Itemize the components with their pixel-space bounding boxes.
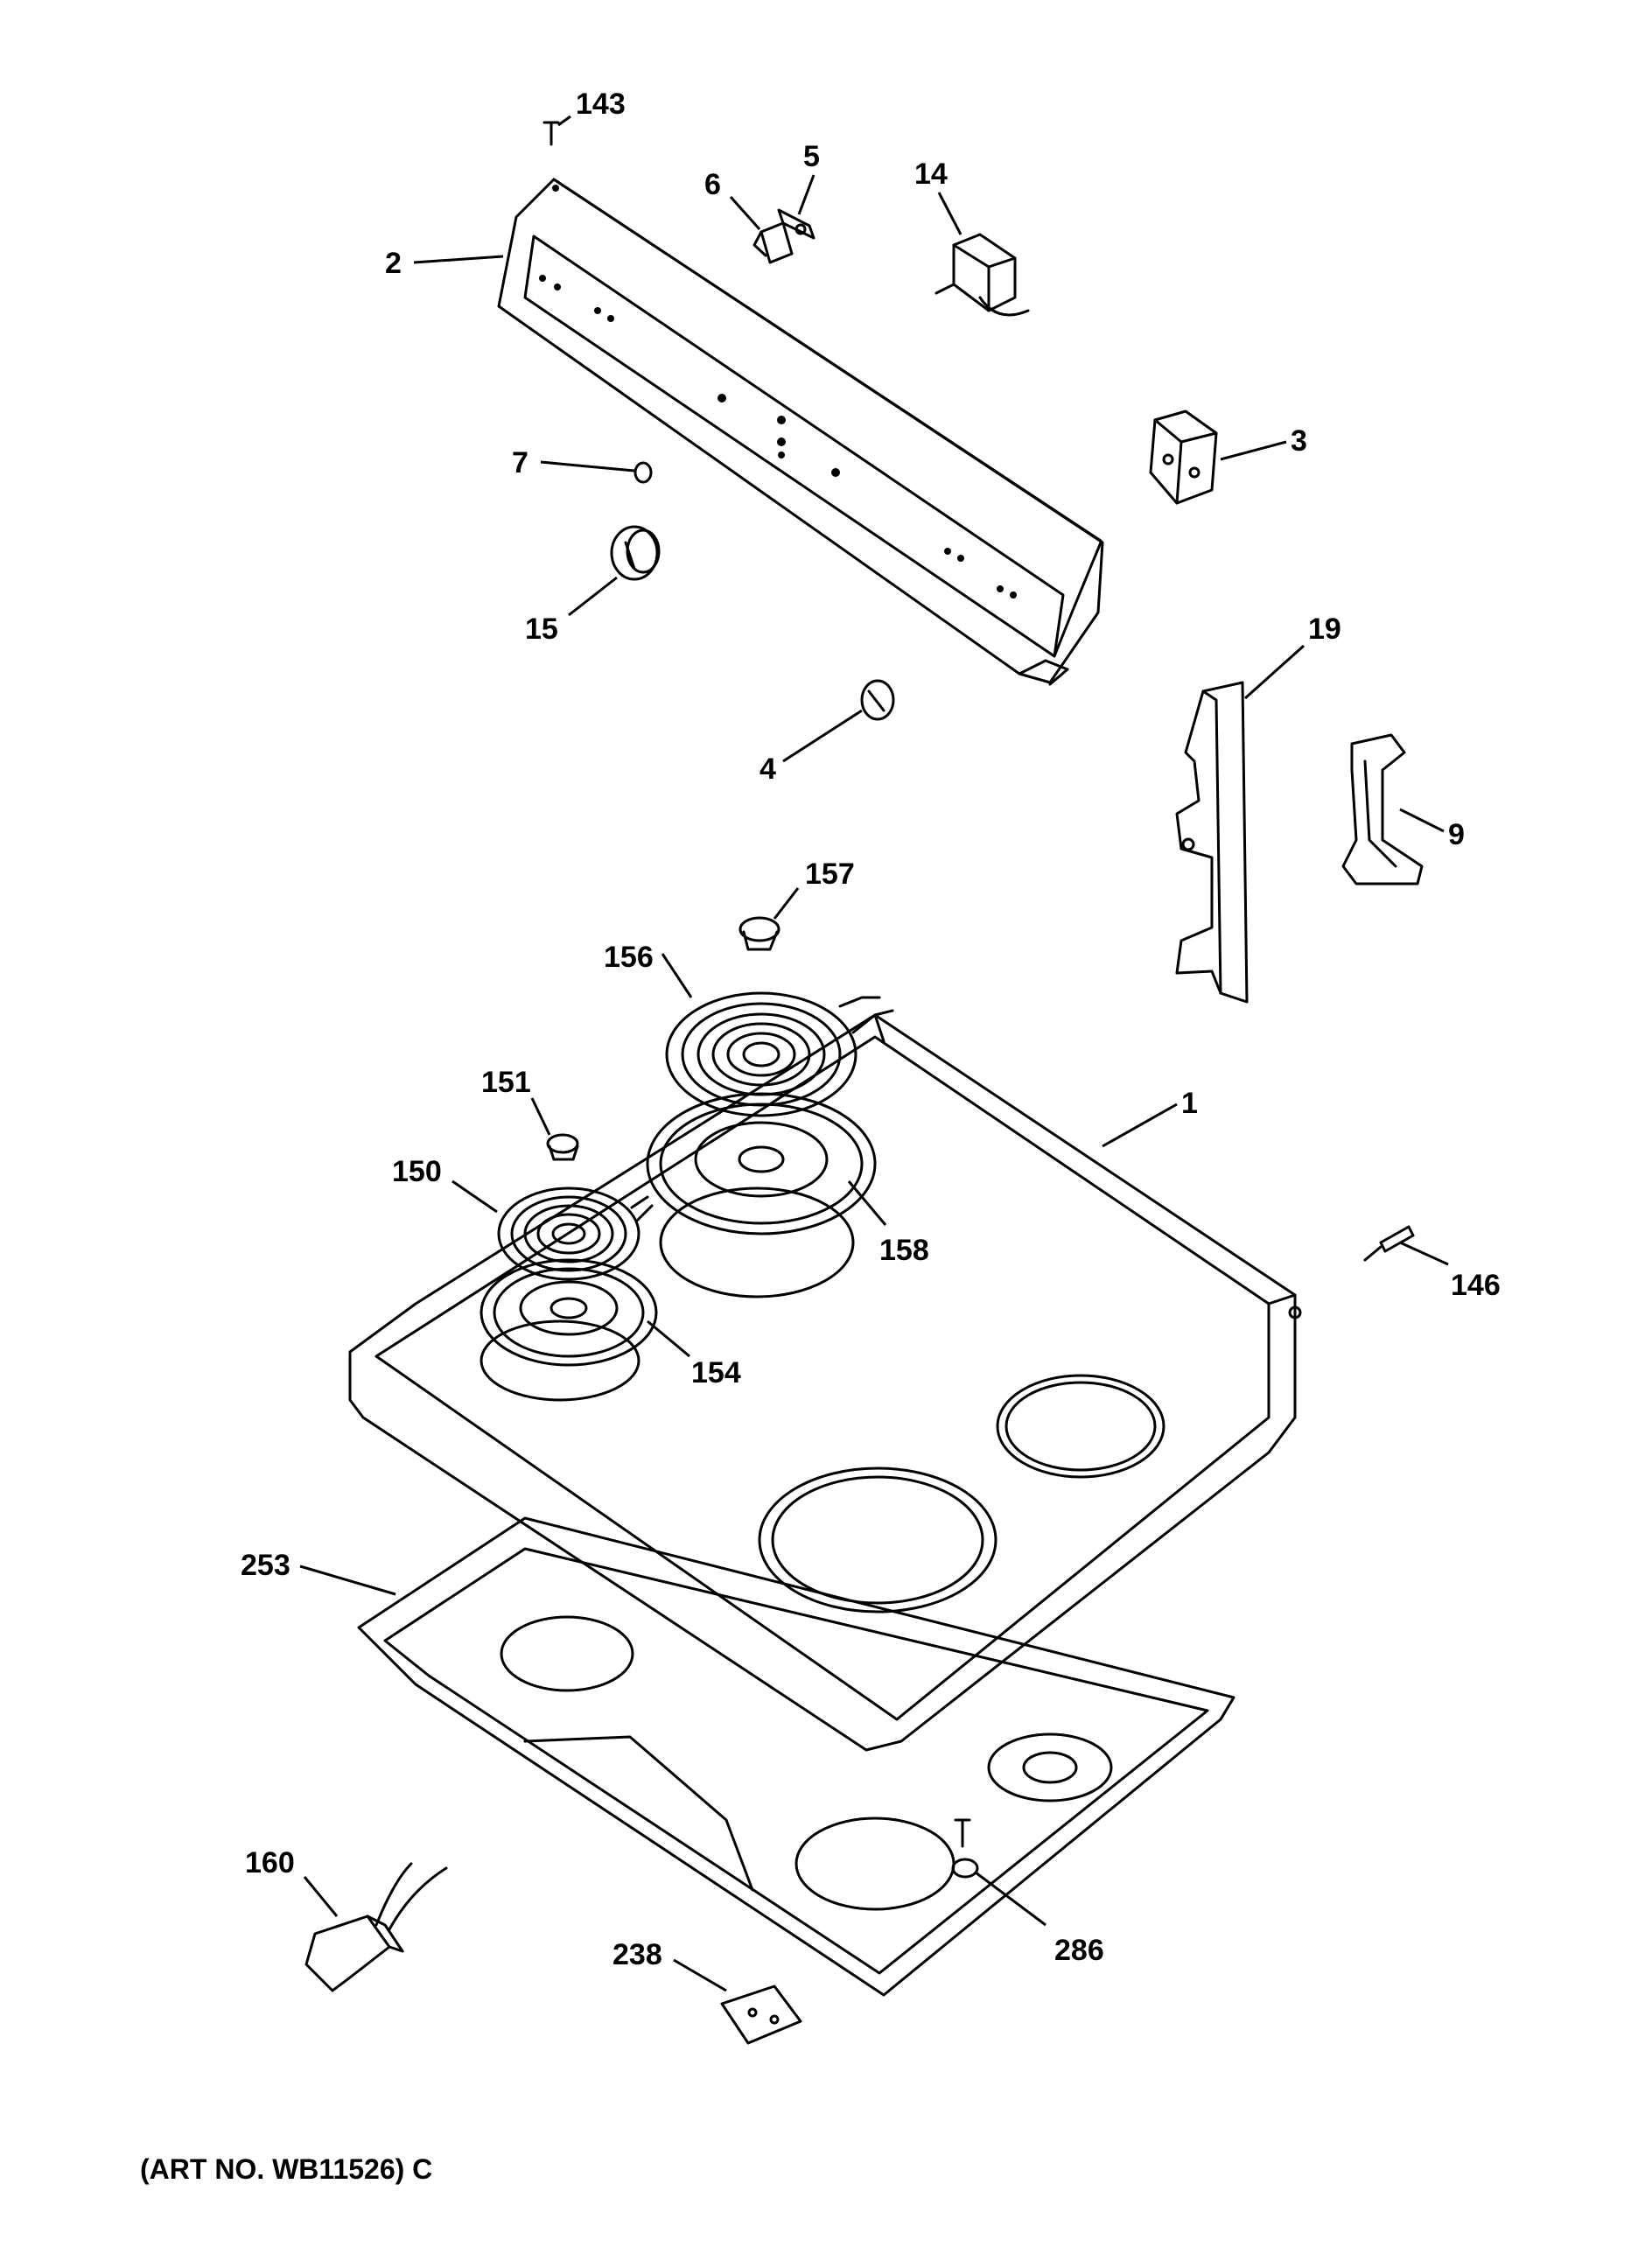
screw-143: [542, 121, 560, 146]
callout-158: 158: [879, 1234, 929, 1267]
burner-knob-151: [546, 1133, 579, 1161]
callout-2: 2: [385, 247, 402, 280]
terminal-block-160: [304, 1862, 448, 1992]
callout-9: 9: [1448, 818, 1465, 851]
callout-4: 4: [760, 752, 776, 786]
drip-pan-158: [646, 1092, 877, 1236]
art-number: (ART NO. WB11526) C: [140, 2153, 432, 2185]
relay-3: [1149, 410, 1218, 505]
callout-3: 3: [1291, 424, 1307, 458]
knob-15: [610, 525, 661, 581]
callout-151: 151: [481, 1066, 531, 1099]
clip-part-5: [777, 208, 816, 240]
callout-1: 1: [1181, 1087, 1198, 1120]
callout-286: 286: [1054, 1934, 1104, 1967]
cooktop-1: [348, 1013, 1302, 1752]
knob-4: [860, 679, 895, 721]
callout-15: 15: [525, 612, 558, 646]
leader-lines: [299, 115, 1449, 1992]
burner-knob-157: [738, 916, 780, 951]
callout-143: 143: [576, 88, 626, 121]
callout-6: 6: [704, 168, 721, 201]
callout-146: 146: [1451, 1269, 1501, 1302]
plate-238: [720, 1984, 802, 2045]
callout-253: 253: [241, 1549, 290, 1582]
surface-element-150: [497, 1186, 654, 1281]
callout-19: 19: [1308, 612, 1341, 646]
callout-5: 5: [803, 140, 820, 173]
clip-part-6: [752, 221, 794, 264]
screw-286: [951, 1818, 979, 1879]
drip-pan-154: [480, 1258, 658, 1367]
burner-box-253: [357, 1516, 1236, 1997]
switch-14: [934, 233, 1030, 317]
callout-160: 160: [245, 1846, 295, 1880]
backsplash-panel: [497, 178, 1104, 686]
callout-7: 7: [512, 446, 528, 480]
callout-150: 150: [392, 1155, 442, 1188]
callout-238: 238: [612, 1938, 662, 1971]
bracket-9: [1341, 733, 1424, 886]
bracket-19: [1175, 681, 1249, 1004]
callout-14: 14: [914, 158, 948, 191]
screw-146: [1363, 1225, 1415, 1262]
callout-154: 154: [691, 1356, 741, 1390]
callout-157: 157: [805, 858, 855, 891]
callout-156: 156: [604, 941, 654, 974]
insert-7: [634, 461, 653, 484]
